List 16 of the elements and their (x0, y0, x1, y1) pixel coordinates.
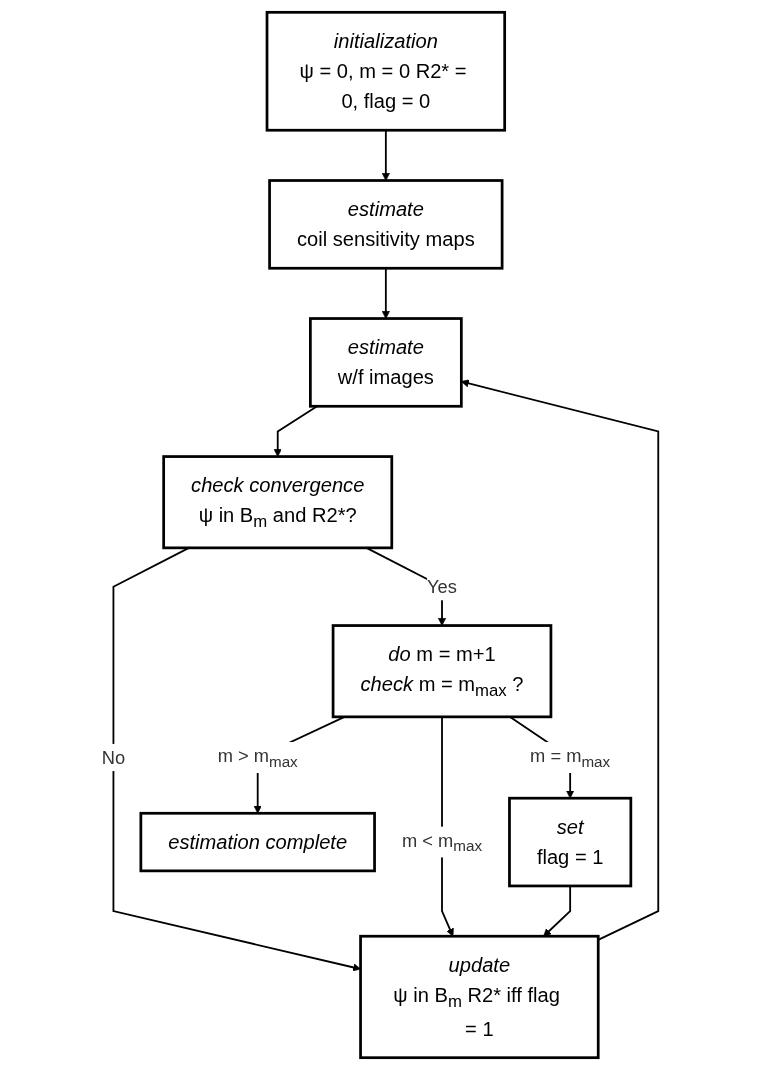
node-box: estimate coil sensitivity maps (267, 179, 503, 270)
node-box: update ψ in B$_{m}$ R2* iff flag = 1 (358, 934, 600, 1060)
arrow (460, 379, 659, 941)
arrow (273, 405, 318, 457)
edge-label: m = m$_{max}$ (529, 745, 610, 771)
node-box: estimate w/f images (308, 317, 463, 408)
edge-label: No (101, 747, 125, 768)
edge-label: Yes (426, 576, 457, 597)
node-box: check convergence ψ in B$_{m}$ and R2*? (161, 455, 393, 550)
edge-label: m > m$_{max}$ (217, 745, 298, 771)
arrow (542, 885, 571, 937)
node-box: do m = m+1 check m = m$_{max}$ ? (331, 624, 552, 719)
edge-label: m < m$_{max}$ (401, 830, 482, 855)
node-box: set flag = 1 (507, 796, 632, 888)
node-box: estimation complete (139, 811, 376, 873)
node-box: initialization ψ = 0, m = 0 R2* = 0, flag = 0 (265, 10, 506, 132)
